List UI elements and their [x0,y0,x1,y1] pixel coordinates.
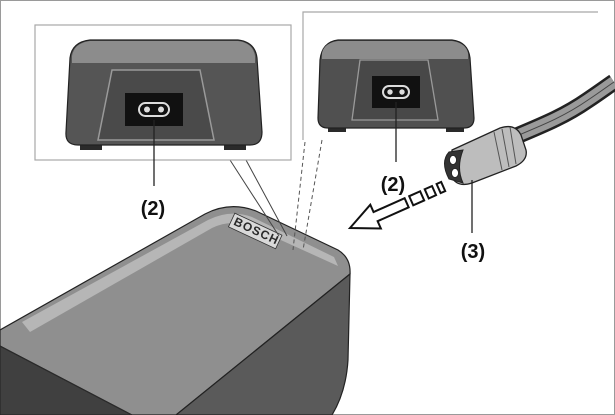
cable-conductor-seam [499,81,615,144]
plug-in-direction-arrow-icon [347,180,447,230]
power-plug [444,125,527,233]
power-cable [496,74,615,151]
left-charger-top-band [72,41,255,63]
callout-socket-left: (2) [141,198,165,220]
arrow-head-and-shaft [347,196,410,230]
plug-pin-hole [451,168,459,178]
plug-rib [509,126,517,165]
left-socket-outline-icon [138,102,170,117]
logo-plate [227,212,283,250]
plug-rib [501,128,510,168]
plug-rib [493,131,503,171]
left-socket-pin-hole [158,106,164,113]
left-inset-leader-b [245,159,288,237]
callout-socket-right: (2) [381,174,405,196]
arrow-tail-dash [407,189,426,207]
right-inset-frame [302,11,598,140]
right-socket-outline-icon [382,85,410,99]
charger-main-view: BOSCH [0,206,351,415]
left-charger-foot-right [224,142,246,150]
right-inset [302,11,598,162]
right-socket-pin-hole [387,89,393,95]
arrow-tail-dash [423,184,438,200]
charger-edge-line [0,345,133,415]
right-socket-pin-hole [399,89,405,95]
charger-top-highlight [22,213,338,332]
left-charger-foot-left [80,142,102,150]
left-inset-leader-a [229,159,280,237]
plug-pin-hole [449,155,457,165]
arrow-tail-dash [435,180,447,195]
left-socket-pin-hole [144,106,150,113]
left-inset [34,24,292,186]
right-charger-top-band [322,41,468,59]
callout-plug: (3) [461,241,485,263]
right-inset-leader-b [302,139,323,251]
plug-body [450,125,527,186]
